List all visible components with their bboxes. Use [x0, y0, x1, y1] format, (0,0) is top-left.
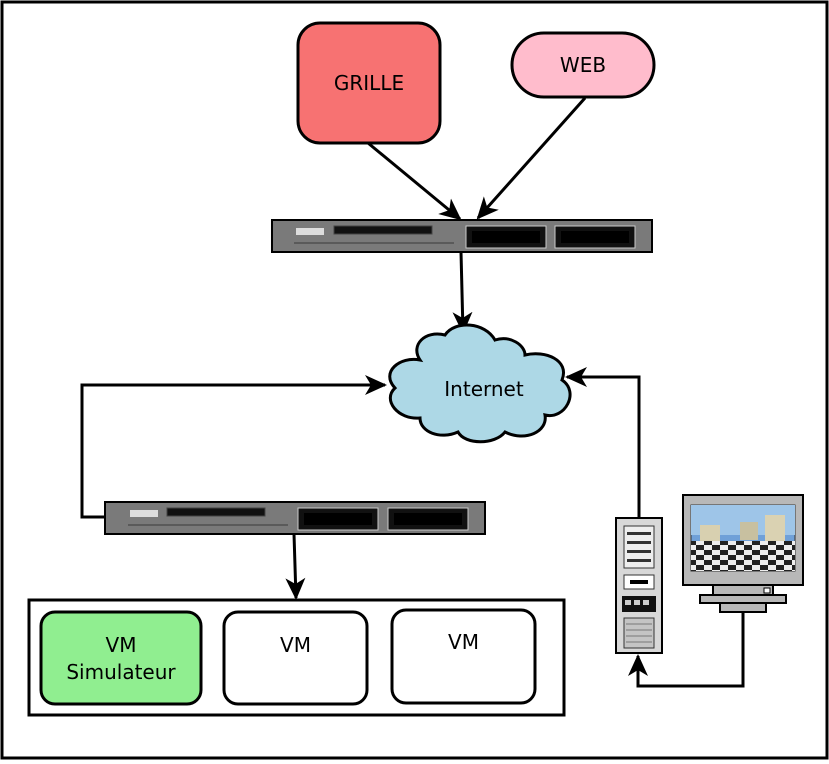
- vm-simulateur-box: [39, 610, 203, 706]
- arrow-monitor-to-tower: [628, 612, 745, 688]
- vm-box-2: [222, 610, 369, 706]
- rack-server-icon: [271, 219, 653, 253]
- vm-simulateur-label-line1: VM: [105, 633, 137, 657]
- web-node: [510, 31, 656, 99]
- arrow-tower-to-internet: [565, 367, 641, 518]
- web-label: WEB: [559, 53, 607, 77]
- vm-3-label: VM: [448, 630, 479, 654]
- vm-simulateur-label-line2: Simulateur: [66, 660, 176, 684]
- arrow-server-to-vm-group: [285, 533, 306, 600]
- vm-2-label: VM: [280, 633, 311, 657]
- crt-monitor-icon: [682, 494, 804, 613]
- arrow-server-to-internet: [452, 251, 473, 334]
- grille-label: GRILLE: [333, 71, 405, 95]
- cloud-icon: [388, 323, 572, 444]
- arrow-web-to-server: [476, 97, 587, 220]
- desktop-tower-icon: [615, 517, 663, 654]
- arrow-grille-to-server: [367, 141, 462, 221]
- rack-server-icon: [104, 501, 486, 535]
- internet-label: Internet: [444, 377, 524, 401]
- vm-box-3: [390, 608, 537, 705]
- arrow-lower-server-to-internet: [80, 375, 387, 519]
